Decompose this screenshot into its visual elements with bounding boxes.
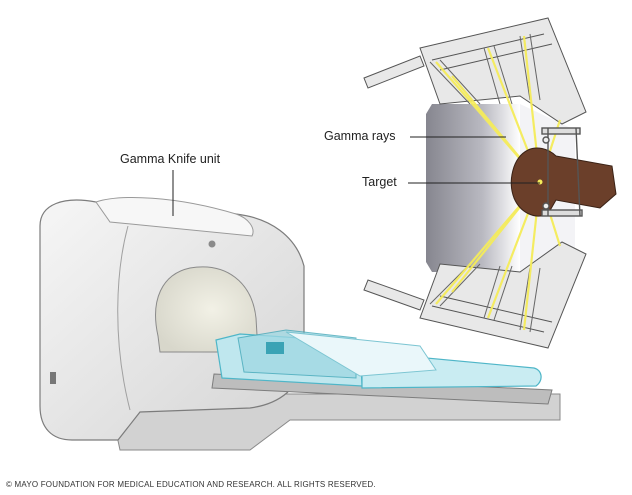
cross-section-view bbox=[363, 17, 617, 349]
shield-plate bbox=[426, 104, 520, 272]
gamma-rays-label: Gamma rays bbox=[324, 129, 396, 143]
collimator-bottom bbox=[363, 241, 587, 349]
machine-bore bbox=[155, 266, 259, 353]
status-indicator bbox=[208, 240, 216, 248]
gamma-knife-unit-label: Gamma Knife unit bbox=[120, 152, 221, 166]
head-frame bbox=[541, 127, 583, 217]
collimator-top bbox=[363, 17, 587, 125]
target-label: Target bbox=[362, 175, 397, 189]
copyright-notice: © MAYO FOUNDATION FOR MEDICAL EDUCATION … bbox=[6, 480, 376, 489]
machine-top-cover bbox=[95, 197, 254, 237]
collimator-channels-top bbox=[429, 33, 541, 105]
control-port bbox=[50, 372, 56, 384]
target-point bbox=[537, 179, 543, 185]
panel-seam bbox=[117, 225, 131, 411]
gamma-knife-machine bbox=[39, 170, 561, 451]
patient-head bbox=[510, 147, 617, 217]
couch-side-panel bbox=[285, 331, 437, 377]
couch-handle-left bbox=[266, 342, 284, 354]
